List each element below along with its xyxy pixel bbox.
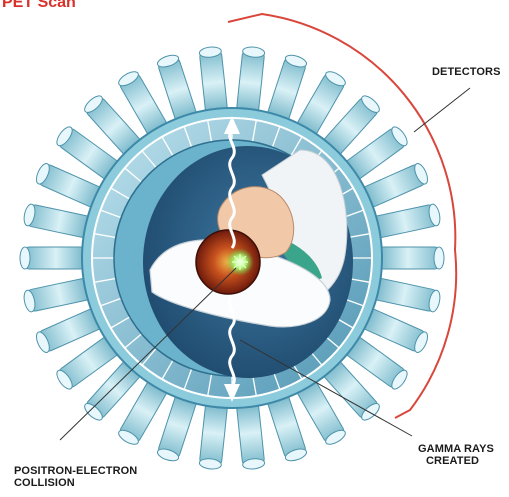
detector-cylinder: [236, 46, 265, 115]
detector-cylinder: [372, 277, 442, 312]
label-positron-electron-collision: POSITRON-ELECTRON COLLISION: [14, 465, 137, 489]
detectors-leader: [414, 88, 470, 132]
label-detectors: DETECTORS: [432, 66, 501, 78]
detector-cylinder: [199, 46, 228, 115]
detector-cylinder: [236, 401, 265, 470]
detector-cylinder: [22, 277, 92, 312]
detector-cylinder: [199, 401, 228, 470]
detector-cylinder: [377, 247, 444, 269]
detector-cylinder: [372, 203, 442, 238]
detector-cylinder: [20, 247, 87, 269]
label-gamma-rays: GAMMA RAYS CREATED: [418, 443, 494, 467]
detector-cylinder: [22, 203, 92, 238]
